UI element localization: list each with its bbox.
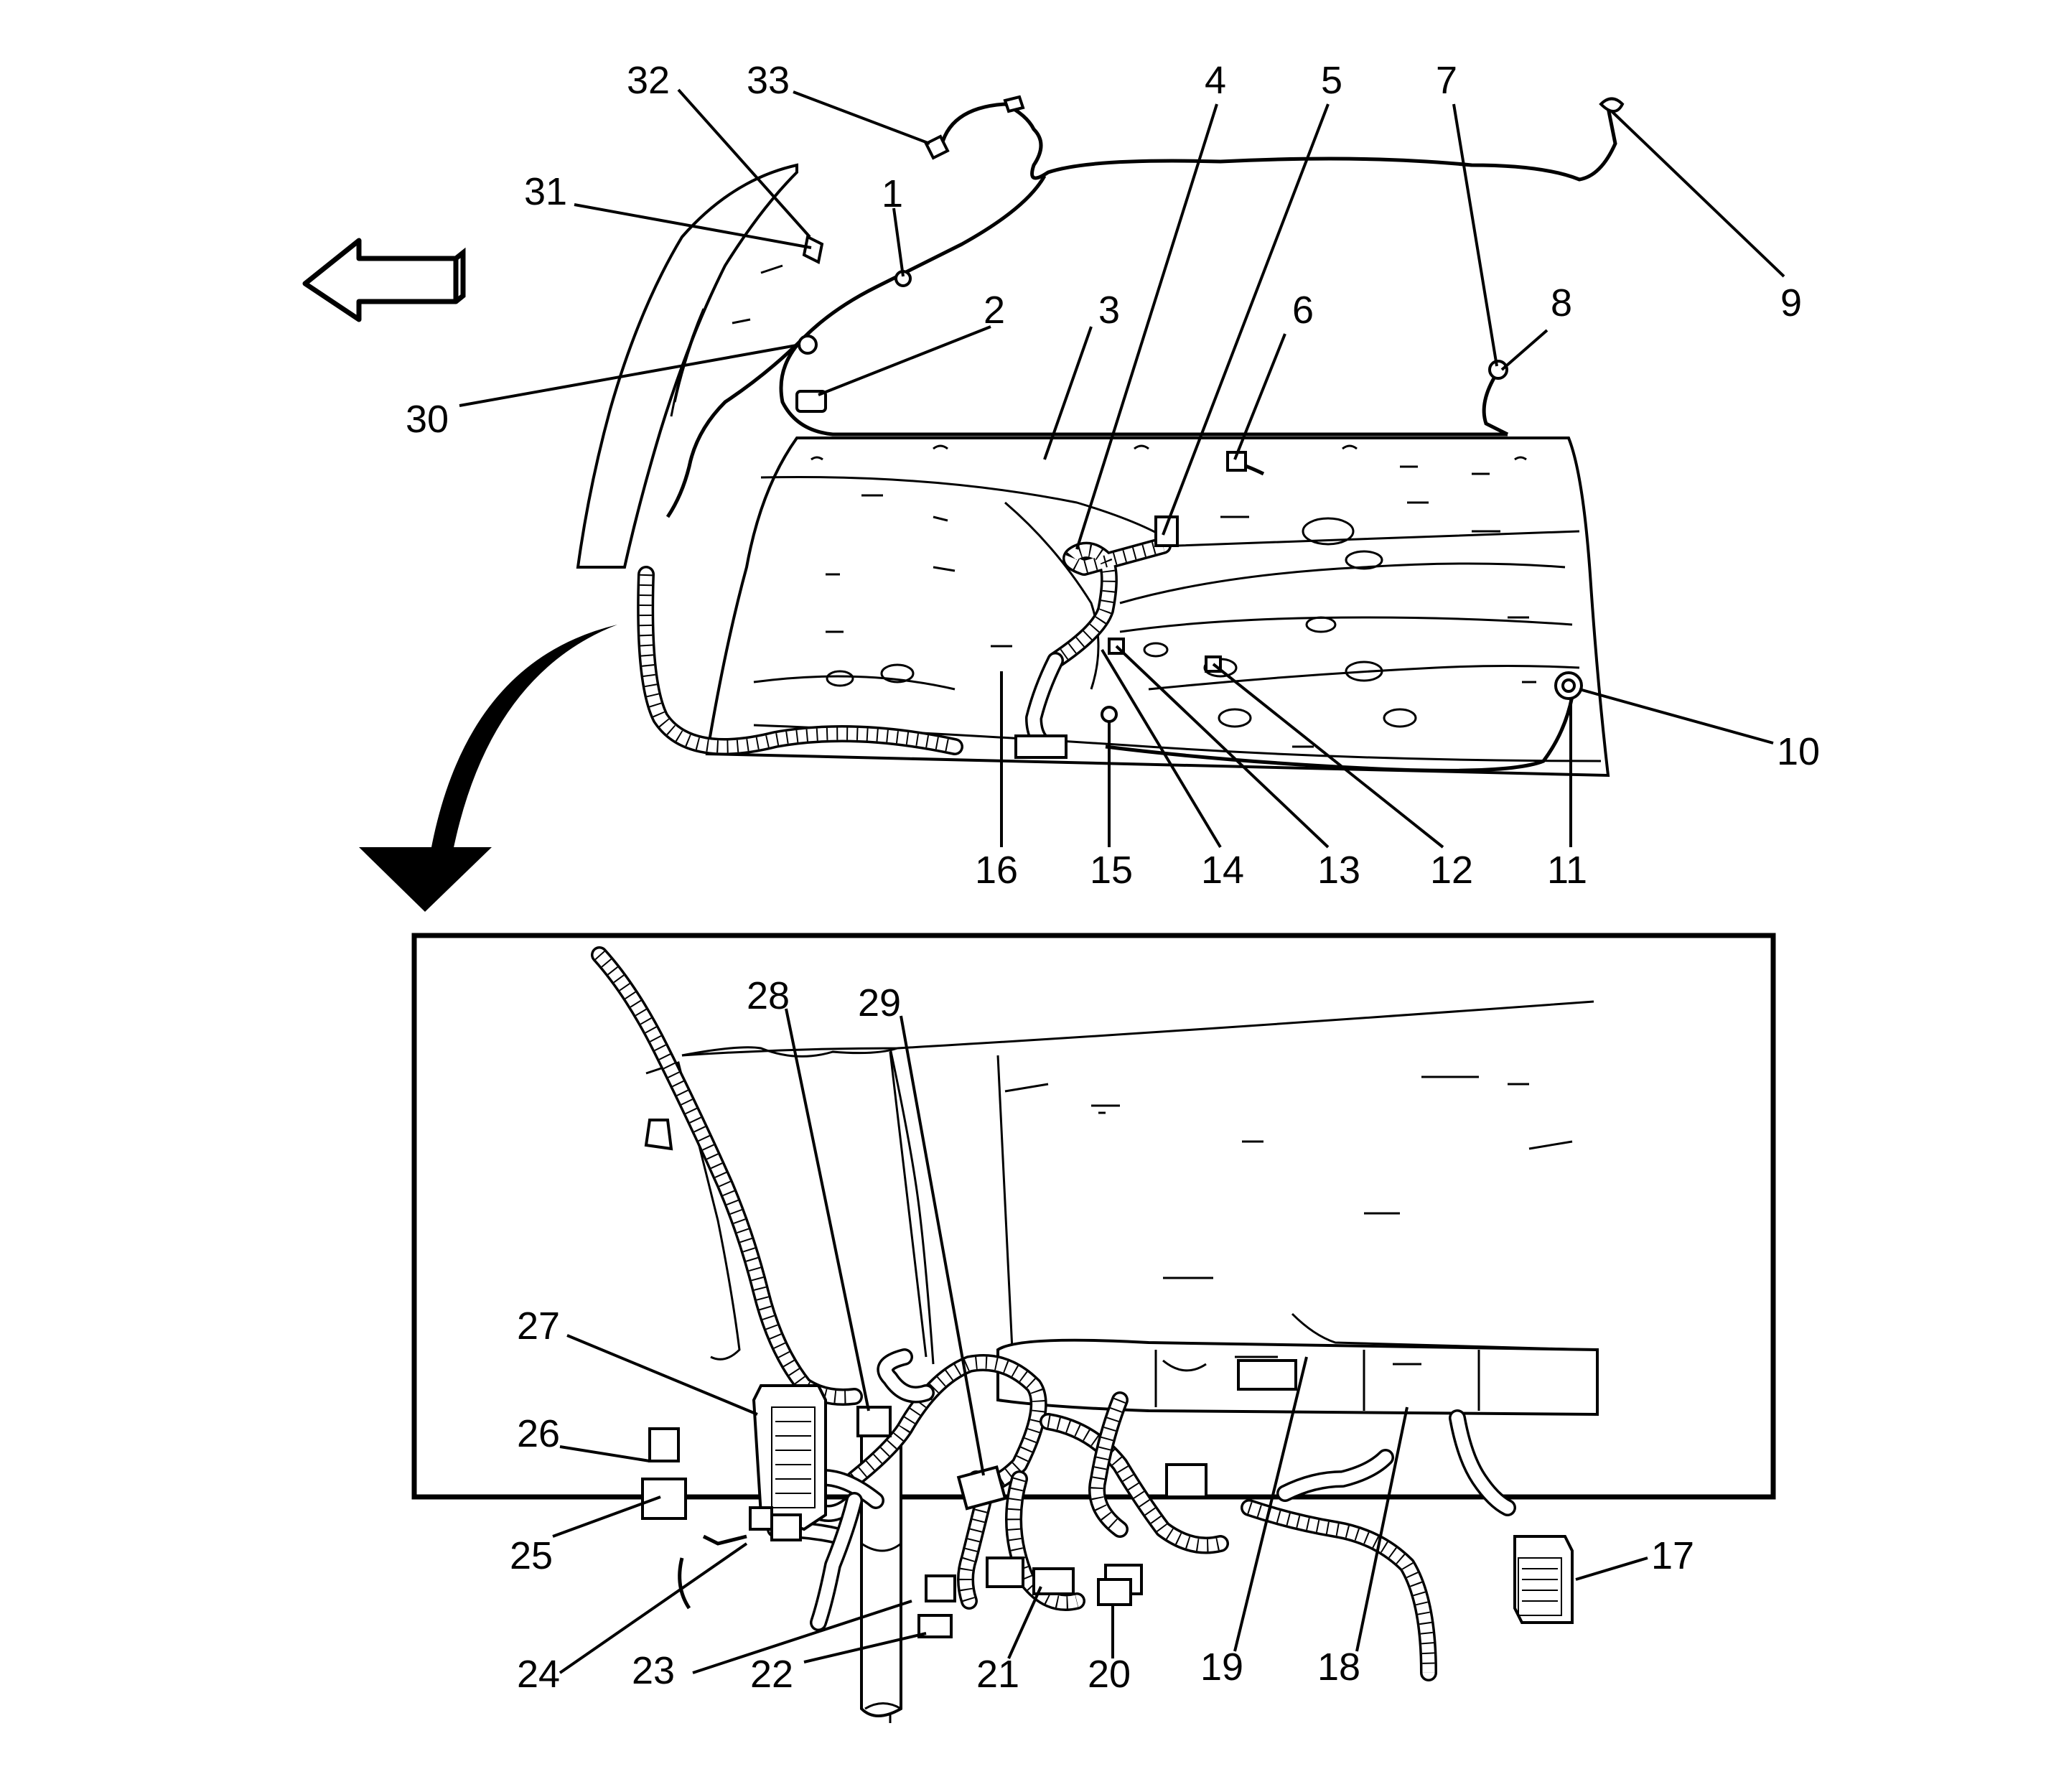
forward-arrow-icon <box>302 238 466 322</box>
callout-32: 32 <box>627 59 670 102</box>
callout-16: 16 <box>975 849 1018 892</box>
overview-leaders <box>459 88 1785 849</box>
overview-callouts: 1 2 3 4 5 6 7 8 9 10 11 12 13 14 15 16 3… <box>406 59 1820 892</box>
callout-21: 21 <box>976 1653 1019 1696</box>
callout-5: 5 <box>1321 59 1342 102</box>
floor-harness <box>637 451 1583 773</box>
callout-29: 29 <box>858 981 901 1025</box>
detail-dash <box>645 1000 1594 1723</box>
callout-23: 23 <box>632 1649 675 1692</box>
detail-callouts: 17 18 19 20 21 22 23 24 25 26 27 28 29 <box>510 974 1694 1696</box>
detail-view-arrow-icon <box>359 625 617 912</box>
detail-main-trunk <box>996 1338 1599 1417</box>
callout-3: 3 <box>1098 289 1120 332</box>
callout-7: 7 <box>1436 59 1457 102</box>
callout-8: 8 <box>1551 281 1572 325</box>
callout-11: 11 <box>1547 849 1587 892</box>
callout-12: 12 <box>1430 849 1473 892</box>
a-pillar <box>576 163 798 569</box>
detail-view: 17 18 19 20 21 22 23 24 25 26 27 28 29 <box>411 933 1776 1723</box>
overview-harness <box>665 95 1625 518</box>
callout-24: 24 <box>517 1653 560 1696</box>
callout-6: 6 <box>1292 289 1314 332</box>
callout-9: 9 <box>1780 281 1802 325</box>
callout-2: 2 <box>984 289 1005 332</box>
callout-17: 17 <box>1651 1534 1694 1577</box>
callout-15: 15 <box>1090 849 1133 892</box>
overview-view: 1 2 3 4 5 6 7 8 9 10 11 12 13 14 15 16 3… <box>302 59 1820 912</box>
callout-14: 14 <box>1201 849 1244 892</box>
callout-4: 4 <box>1205 59 1226 102</box>
callout-18: 18 <box>1317 1646 1360 1689</box>
callout-33: 33 <box>747 59 790 102</box>
callout-26: 26 <box>517 1412 560 1455</box>
callout-22: 22 <box>750 1653 793 1696</box>
callout-1: 1 <box>882 172 903 215</box>
callout-20: 20 <box>1088 1653 1131 1696</box>
callout-13: 13 <box>1317 849 1360 892</box>
detail-connectors <box>641 1119 1574 1638</box>
detail-leaders <box>552 1008 1648 1674</box>
callout-19: 19 <box>1200 1646 1243 1689</box>
callout-25: 25 <box>510 1534 553 1577</box>
callout-31: 31 <box>524 170 567 213</box>
callout-10: 10 <box>1777 730 1820 773</box>
callout-30: 30 <box>406 398 449 441</box>
callout-28: 28 <box>747 974 790 1017</box>
callout-27: 27 <box>517 1305 560 1348</box>
floor-pan <box>705 437 1610 778</box>
